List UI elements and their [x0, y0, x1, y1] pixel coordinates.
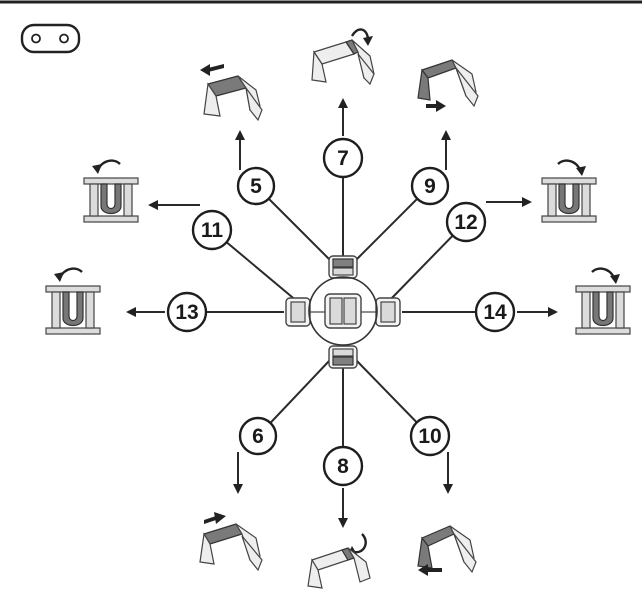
label-14: 14 — [483, 301, 507, 324]
label-9: 9 — [424, 175, 436, 198]
label-13: 13 — [175, 301, 198, 324]
seat-icon-slide-back — [417, 59, 479, 112]
label-circle-7: 7 — [322, 137, 364, 179]
label-circle-10: 10 — [409, 415, 451, 457]
seat-icon-slide-forward — [200, 64, 263, 122]
label-circle-11: 11 — [191, 209, 233, 251]
seat-icon-tilt-cushion — [307, 533, 371, 589]
direction-arrows — [126, 98, 558, 528]
label-10: 10 — [418, 425, 441, 448]
label-11: 11 — [201, 219, 224, 242]
label-6: 6 — [252, 425, 264, 448]
label-circle-14: 14 — [474, 291, 516, 333]
key-icon — [20, 23, 81, 54]
label-7: 7 — [337, 147, 349, 170]
seat-icon-tilt-back — [311, 28, 375, 86]
label-12: 12 — [454, 211, 477, 234]
label-5: 5 — [250, 175, 262, 198]
u-bracket-icon-12 — [541, 159, 597, 223]
label-circle-6: 6 — [238, 416, 278, 456]
label-circle-8: 8 — [322, 445, 364, 487]
label-circle-12: 12 — [445, 201, 487, 243]
seat-icon-lower-back — [417, 525, 477, 576]
seat-control-hub-icon — [285, 255, 401, 369]
seat-icon-move-up-forward — [199, 512, 263, 572]
label-circle-9: 9 — [410, 166, 450, 206]
u-bracket-icon-11 — [83, 159, 139, 223]
label-circle-13: 13 — [166, 291, 208, 333]
label-circle-5: 5 — [236, 166, 276, 206]
label-8: 8 — [337, 455, 349, 478]
u-bracket-icon-13 — [45, 267, 101, 335]
u-bracket-icon-14 — [575, 267, 631, 335]
